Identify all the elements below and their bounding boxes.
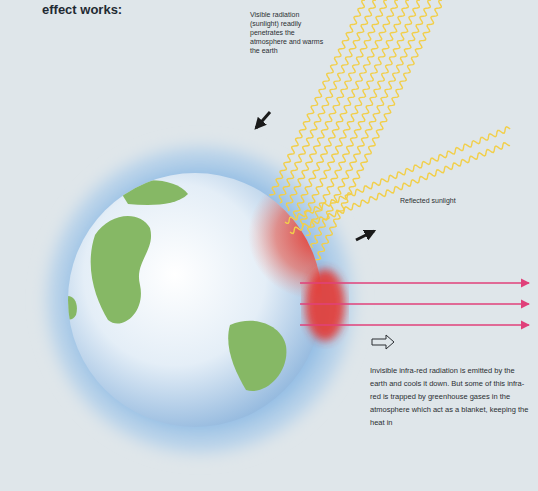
diagram-title: effect works: — [42, 2, 122, 17]
hollow-arrow — [372, 335, 394, 349]
sunlight-note: Visible radiation (sunlight) readily pen… — [250, 10, 330, 55]
pointer-arrow — [356, 231, 374, 240]
reflection-note: Reflected sunlight — [400, 196, 510, 205]
infrared-note: Invisible infra-red radiation is emitted… — [370, 364, 532, 429]
sunlight-ray — [293, 0, 398, 218]
sunlight-ray — [311, 0, 431, 248]
reflected-rays — [285, 127, 510, 234]
atmosphere — [32, 132, 368, 468]
pointer-arrow — [256, 112, 270, 128]
continents — [60, 170, 388, 391]
reflected-ray — [285, 127, 510, 224]
heat-glow — [305, 269, 345, 341]
infrared-arrows — [300, 283, 529, 325]
sunlight-ray — [315, 0, 442, 260]
reflected-ray — [290, 143, 510, 234]
